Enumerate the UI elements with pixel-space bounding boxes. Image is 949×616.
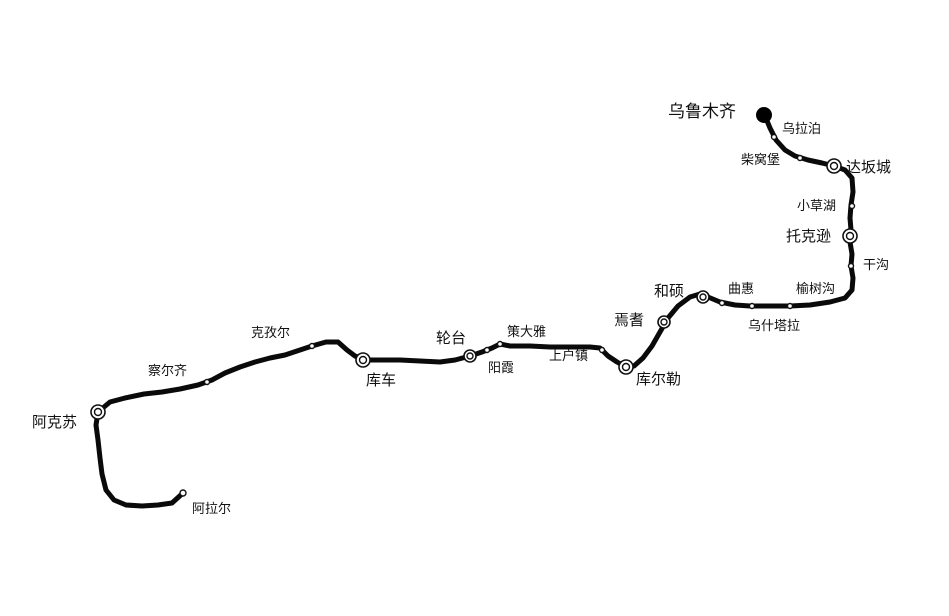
label-yanqi: 焉耆 xyxy=(614,311,644,329)
wushitala-station-marker xyxy=(718,299,726,307)
label-aksu: 阿克苏 xyxy=(32,413,77,431)
label-wulabo: 乌拉泊 xyxy=(782,121,821,137)
label-chaerqi: 察尔齐 xyxy=(148,363,187,379)
kezier-station-marker xyxy=(308,342,316,350)
label-kezier: 克孜尔 xyxy=(251,326,290,341)
label-luntai: 轮台 xyxy=(436,329,466,347)
quhui-station-marker xyxy=(748,302,756,310)
yanqi-station-marker xyxy=(657,315,671,329)
korla-station-marker xyxy=(618,359,634,375)
gangou-station-marker xyxy=(847,262,855,270)
label-gangou: 干沟 xyxy=(863,258,889,273)
label-tuokexun: 托克逊 xyxy=(786,227,831,245)
heshuo-station-marker xyxy=(696,290,710,304)
yushugou-station-marker xyxy=(786,302,794,310)
wulabo-station-marker xyxy=(770,133,778,141)
shanghuzhen-station-marker xyxy=(598,346,606,354)
label-quhui: 曲惠 xyxy=(728,282,754,297)
main-railway-line xyxy=(93,113,856,509)
chaerqi-station-marker xyxy=(203,378,211,386)
dabancheng-station-marker xyxy=(826,158,842,174)
label-chaiwopu: 柴窝堡 xyxy=(741,152,780,168)
label-xiaocaohu: 小草湖 xyxy=(797,199,836,214)
label-dabancheng: 达坂城 xyxy=(846,158,891,176)
label-shanghuzhen: 上户镇 xyxy=(549,348,588,364)
luntai-station-marker xyxy=(463,349,477,363)
label-kuqa: 库车 xyxy=(366,371,396,389)
aksu-station-marker xyxy=(90,404,106,420)
urumqi-terminal-marker xyxy=(756,107,772,123)
chaiwopu-station-marker xyxy=(796,154,804,162)
label-cedaya: 策大雅 xyxy=(507,324,546,340)
label-alaer: 阿拉尔 xyxy=(192,502,231,517)
label-heshuo: 和硕 xyxy=(654,282,684,300)
label-yushugou: 榆树沟 xyxy=(796,282,835,297)
label-korla: 库尔勒 xyxy=(636,370,681,388)
label-wushitala: 乌什塔拉 xyxy=(748,318,800,334)
cedaya-station-marker xyxy=(496,340,504,348)
alaer-station-marker xyxy=(179,489,187,497)
xiaocaohu-station-marker xyxy=(848,202,856,210)
label-urumqi: 乌鲁木齐 xyxy=(668,102,736,122)
tuokexun-station-marker xyxy=(842,228,858,244)
yangxia-station-marker xyxy=(483,346,491,354)
label-yangxia: 阳霞 xyxy=(488,361,514,376)
kuqa-station-marker xyxy=(355,352,371,368)
